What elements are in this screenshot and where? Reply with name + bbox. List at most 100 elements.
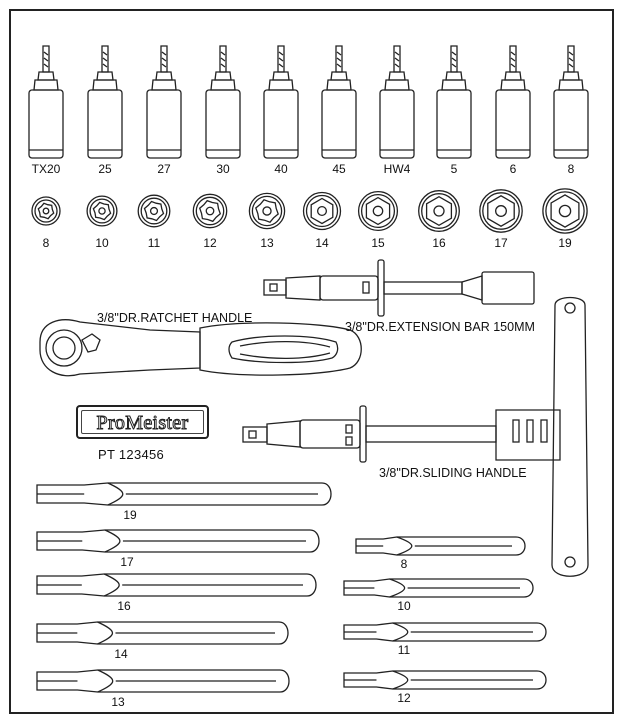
socket-label: 15 bbox=[371, 236, 385, 250]
socket-label: 14 bbox=[315, 236, 329, 250]
bit-socket-label: TX20 bbox=[31, 162, 61, 176]
socket bbox=[542, 188, 588, 234]
socket-label: 19 bbox=[558, 236, 572, 250]
brand-name: ProMeister bbox=[96, 412, 189, 435]
extension-square-drive bbox=[263, 279, 287, 296]
socket-drive-hole bbox=[316, 205, 328, 217]
socket-drive-hole bbox=[372, 205, 384, 217]
sliding-square-drive bbox=[242, 426, 268, 443]
driver-outline bbox=[36, 573, 317, 597]
bit-neck bbox=[92, 79, 118, 91]
bit-collar bbox=[445, 71, 463, 81]
bit-tip-flutes bbox=[161, 51, 167, 68]
socket-inner-ring bbox=[140, 197, 168, 225]
bit-tip-flutes bbox=[102, 51, 108, 68]
bit-socket bbox=[553, 45, 589, 159]
socket bbox=[137, 194, 171, 228]
bit-neck bbox=[384, 79, 410, 91]
socket bbox=[479, 189, 523, 233]
socket-label: 11 bbox=[147, 236, 161, 250]
bit-neck bbox=[500, 79, 526, 91]
bit-socket bbox=[28, 45, 64, 159]
sliding-male-end bbox=[266, 420, 301, 448]
extension-female-end bbox=[481, 271, 535, 305]
tray-outline bbox=[9, 9, 614, 714]
bit-neck bbox=[33, 79, 59, 91]
bit-collar bbox=[504, 71, 522, 81]
driver-collar-curve bbox=[104, 529, 121, 553]
ratchet-grip-ribs bbox=[239, 340, 331, 360]
socket-label: 12 bbox=[203, 236, 217, 250]
socket-drive-hole bbox=[262, 206, 272, 216]
bit-socket-label: 45 bbox=[332, 162, 346, 176]
ratchet-head-ring bbox=[45, 329, 83, 367]
bit-neck bbox=[441, 79, 467, 91]
sliding-ball bbox=[248, 430, 257, 439]
sliding-slot-1 bbox=[512, 419, 520, 443]
brand-logo-inner bbox=[81, 410, 204, 434]
bit-socket-label: 8 bbox=[567, 162, 575, 176]
driver-left bbox=[36, 669, 290, 693]
driver-outline bbox=[36, 621, 289, 645]
ratchet-caption: 3/8"DR.RATCHET HANDLE bbox=[97, 311, 253, 325]
ratchet-head-neck bbox=[39, 319, 201, 377]
bit-socket-label: 40 bbox=[274, 162, 288, 176]
driver-collar-curve bbox=[392, 670, 409, 690]
bit-tip-flutes bbox=[336, 51, 342, 68]
bit-socket bbox=[379, 45, 415, 159]
socket-hex-opening bbox=[425, 195, 453, 227]
driver-right-label: 8 bbox=[400, 557, 408, 571]
extension-caption: 3/8"DR.EXTENSION BAR 150MM bbox=[345, 320, 535, 334]
bit-socket bbox=[205, 45, 241, 159]
bit-socket bbox=[436, 45, 472, 159]
socket-inner-ring bbox=[360, 193, 396, 229]
driver-collar-curve bbox=[392, 622, 409, 642]
socket bbox=[31, 196, 61, 226]
bit-socket-label: 25 bbox=[98, 162, 112, 176]
driver-outline bbox=[343, 670, 547, 690]
bit-socket-label: 6 bbox=[509, 162, 517, 176]
socket-outer-ring bbox=[542, 188, 588, 234]
bit-collar bbox=[330, 71, 348, 81]
ratchet-drive-gear bbox=[52, 336, 76, 360]
bit-socket-body bbox=[321, 89, 357, 159]
sliding-handle-caption: 3/8"DR.SLIDING HANDLE bbox=[379, 466, 527, 480]
sliding-sleeve bbox=[299, 419, 361, 449]
sliding-slot-2 bbox=[526, 419, 534, 443]
socket-hex-opening bbox=[487, 195, 515, 227]
socket bbox=[418, 190, 460, 232]
driver-right bbox=[343, 622, 547, 642]
driver-right bbox=[343, 670, 547, 690]
sliding-button-top bbox=[345, 424, 353, 434]
socket-drive-hole bbox=[149, 206, 159, 216]
bit-socket bbox=[87, 45, 123, 159]
socket-label: 13 bbox=[260, 236, 274, 250]
bit-socket-body bbox=[146, 89, 182, 159]
bit-neck bbox=[151, 79, 177, 91]
bit-neck bbox=[326, 79, 352, 91]
socket-outer-ring bbox=[192, 193, 228, 229]
socket-outer-ring bbox=[357, 190, 399, 232]
extension-bar bbox=[263, 259, 535, 317]
driver-right bbox=[355, 536, 526, 556]
driver-outline bbox=[36, 482, 332, 506]
bit-collar bbox=[562, 71, 580, 81]
bit-socket-body bbox=[379, 89, 415, 159]
bit-socket-label: HW4 bbox=[383, 162, 411, 176]
bit-collar bbox=[155, 71, 173, 81]
socket-outer-ring bbox=[302, 191, 342, 231]
bit-socket-body bbox=[28, 89, 64, 159]
socket-drive-hole bbox=[98, 207, 106, 215]
socket-drive-hole bbox=[558, 204, 572, 218]
socket bbox=[248, 192, 286, 230]
driver-outline bbox=[343, 578, 534, 598]
bit-socket bbox=[146, 45, 182, 159]
bit-collar bbox=[272, 71, 290, 81]
bit-neck bbox=[268, 79, 294, 91]
bit-socket-body bbox=[205, 89, 241, 159]
sliding-t-handle bbox=[242, 296, 589, 577]
bit-socket bbox=[495, 45, 531, 159]
sliding-shaft bbox=[365, 425, 497, 443]
bit-tip-flutes bbox=[394, 51, 400, 68]
bit-tip-flutes bbox=[43, 51, 49, 68]
